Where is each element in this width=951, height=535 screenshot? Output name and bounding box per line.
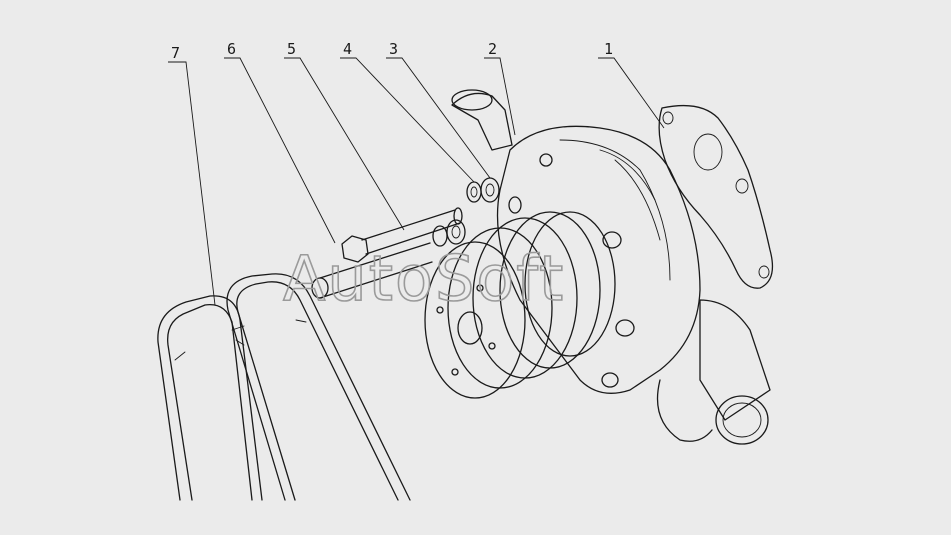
pulley xyxy=(424,211,616,399)
callout-labels: 1 2 3 4 5 6 7 xyxy=(171,40,613,62)
bolt-short xyxy=(311,242,433,299)
callout-6: 6 xyxy=(227,40,236,58)
watermark: AutoSoft xyxy=(283,242,565,315)
callout-2: 2 xyxy=(488,40,497,58)
callout-3: 3 xyxy=(389,40,398,58)
callout-1: 1 xyxy=(604,40,613,58)
leader-lines xyxy=(168,57,665,306)
pump-housing xyxy=(451,89,771,445)
callout-5: 5 xyxy=(287,40,296,58)
drive-belt xyxy=(157,273,411,501)
callout-7: 7 xyxy=(171,44,180,62)
washers xyxy=(432,177,500,247)
callout-4: 4 xyxy=(343,40,352,58)
gasket xyxy=(658,104,774,289)
